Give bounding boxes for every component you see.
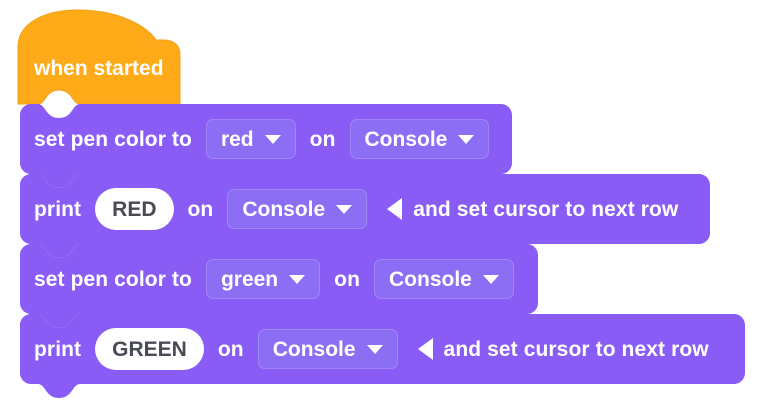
- target-dropdown-value: Console: [389, 267, 472, 291]
- target-dropdown-console[interactable]: Console: [349, 119, 490, 159]
- set-pen-color-green-block[interactable]: set pen color to green on Console: [34, 252, 514, 306]
- chevron-down-icon: [264, 134, 281, 144]
- print-text-input-value: RED: [112, 197, 157, 221]
- chevron-down-icon: [336, 204, 353, 214]
- pen-color-dropdown-value: green: [220, 267, 279, 291]
- print-red-block[interactable]: print RED on Console and set cursor to n…: [34, 182, 678, 236]
- chevron-down-icon: [458, 134, 475, 144]
- on-label: on: [217, 337, 244, 361]
- on-label: on: [309, 127, 336, 151]
- when-started-label: when started: [34, 56, 164, 80]
- set-pen-color-red-block[interactable]: set pen color to red on Console: [34, 112, 490, 166]
- target-dropdown-console[interactable]: Console: [374, 259, 514, 299]
- when-started-block[interactable]: when started: [34, 51, 164, 85]
- print-green-block[interactable]: print GREEN on Console and set cursor to…: [34, 322, 709, 376]
- target-dropdown-console[interactable]: Console: [257, 329, 398, 369]
- chevron-down-icon: [366, 344, 383, 354]
- pen-color-dropdown-red[interactable]: red: [205, 119, 296, 159]
- chevron-down-icon: [482, 274, 499, 284]
- print-text-input-red[interactable]: RED: [95, 188, 174, 230]
- target-dropdown-value: Console: [272, 337, 356, 361]
- print-label: print: [34, 197, 82, 221]
- chevron-down-icon: [289, 274, 306, 284]
- and-set-cursor-label: and set cursor to next row: [413, 197, 679, 221]
- on-label: on: [187, 197, 214, 221]
- collapse-arrow-icon[interactable]: [417, 338, 433, 360]
- target-dropdown-value: Console: [364, 127, 448, 151]
- target-dropdown-value: Console: [242, 197, 326, 221]
- set-pen-color-label: set pen color to: [34, 267, 192, 291]
- target-dropdown-console[interactable]: Console: [227, 189, 368, 229]
- and-set-cursor-label: and set cursor to next row: [443, 337, 709, 361]
- collapse-arrow-icon[interactable]: [387, 198, 403, 220]
- print-label: print: [34, 337, 82, 361]
- print-text-input-green[interactable]: GREEN: [95, 328, 204, 370]
- pen-color-dropdown-value: red: [220, 127, 254, 151]
- on-label: on: [334, 267, 360, 291]
- print-text-input-value: GREEN: [112, 337, 187, 361]
- pen-color-dropdown-green[interactable]: green: [205, 259, 321, 299]
- set-pen-color-label: set pen color to: [34, 127, 192, 151]
